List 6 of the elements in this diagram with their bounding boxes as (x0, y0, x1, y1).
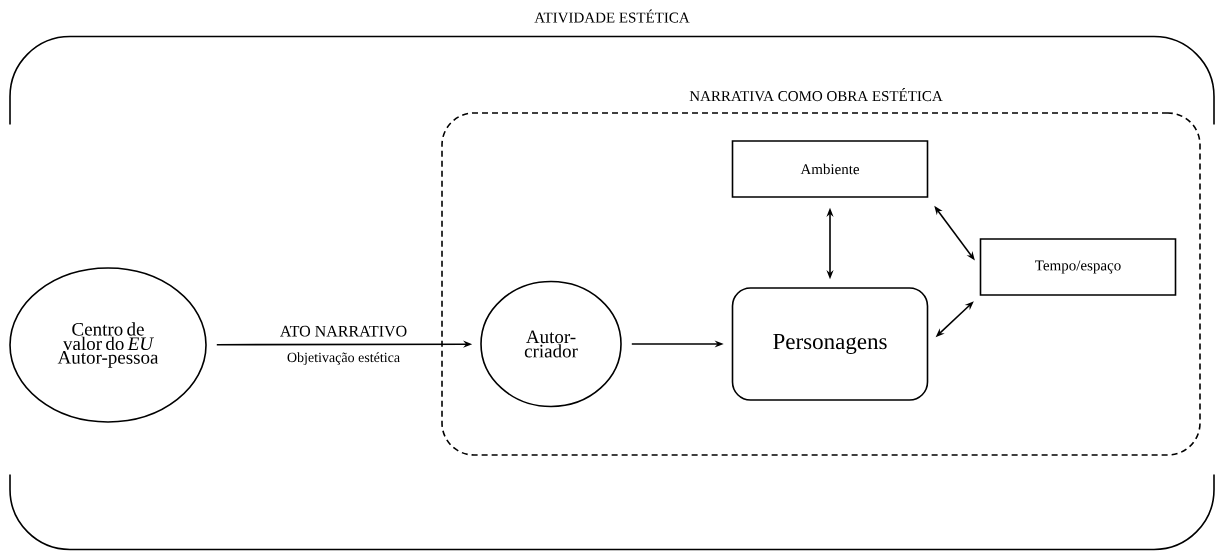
note-text: Objetivação estética (285, 351, 402, 366)
node-label: NARRATIVA COMO OBRA ESTÉTICA (689, 88, 943, 102)
box: Tempo/espaço (979, 238, 1177, 296)
edge-label: ATO NARRATIVO (278, 324, 409, 338)
rounded-box: Personagens (731, 287, 929, 401)
box: Ambiente (731, 140, 929, 198)
